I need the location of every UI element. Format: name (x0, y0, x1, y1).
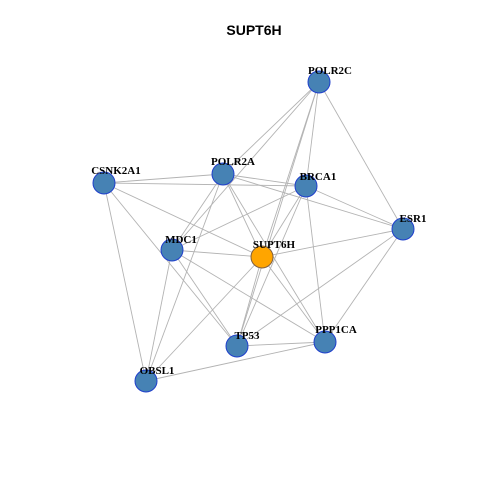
edge-esr1-tp53 (236, 228, 404, 347)
edge-polr2a-ppp1ca (222, 173, 326, 343)
edge-mdc1-supt6h (171, 249, 263, 258)
edge-brca1-supt6h (261, 185, 307, 258)
edge-polr2a-supt6h (222, 173, 263, 258)
edge-brca1-mdc1 (171, 185, 307, 251)
edge-brca1-esr1 (305, 185, 404, 230)
edge-csnk2a1-polr2a (103, 173, 224, 184)
node-circle-obsl1 (134, 369, 158, 393)
node-circle-mdc1 (160, 238, 184, 262)
edge-polr2c-tp53 (236, 81, 320, 347)
node-esr1: ESR1 (391, 213, 427, 241)
node-circle-csnk2a1 (92, 171, 116, 195)
edge-esr1-supt6h (261, 228, 404, 258)
diagram-title: SUPT6H (226, 22, 281, 38)
node-circle-ppp1ca (313, 330, 337, 354)
node-supt6h: SUPT6H (250, 239, 296, 269)
edge-csnk2a1-supt6h (103, 182, 263, 258)
node-label-mdc1: MDC1 (165, 234, 197, 246)
edge-layer (103, 81, 404, 382)
node-csnk2a1: CSNK2A1 (91, 165, 141, 195)
edge-mdc1-obsl1 (145, 249, 173, 382)
node-label-obsl1: OBSL1 (140, 365, 175, 377)
node-label-csnk2a1: CSNK2A1 (91, 165, 141, 177)
node-label-tp53: TP53 (234, 330, 260, 342)
node-tp53: TP53 (225, 330, 260, 358)
node-circle-esr1 (391, 217, 415, 241)
node-polr2a: POLR2A (211, 156, 255, 186)
node-brca1: BRCA1 (294, 171, 337, 198)
node-circle-polr2c (307, 70, 331, 94)
edge-mdc1-tp53 (171, 249, 238, 347)
edge-supt6h-ppp1ca (261, 256, 326, 343)
edge-polr2c-polr2a (222, 81, 320, 175)
edge-polr2c-mdc1 (171, 81, 320, 251)
node-circle-tp53 (225, 334, 249, 358)
edge-polr2c-brca1 (305, 81, 320, 187)
node-label-esr1: ESR1 (400, 213, 427, 225)
node-label-polr2a: POLR2A (211, 156, 255, 168)
edge-polr2a-obsl1 (145, 173, 224, 382)
edge-csnk2a1-obsl1 (103, 182, 147, 382)
edge-brca1-ppp1ca (305, 185, 326, 343)
edge-tp53-ppp1ca (236, 341, 326, 347)
edge-csnk2a1-brca1 (103, 182, 307, 187)
edge-polr2a-brca1 (222, 173, 307, 187)
node-label-brca1: BRCA1 (300, 171, 337, 183)
edge-ppp1ca-obsl1 (145, 341, 326, 382)
node-ppp1ca: PPP1CA (313, 324, 357, 354)
edge-esr1-ppp1ca (324, 228, 404, 343)
node-label-polr2c: POLR2C (308, 65, 352, 77)
node-label-supt6h: SUPT6H (253, 239, 296, 251)
edge-supt6h-tp53 (236, 256, 263, 347)
node-circle-brca1 (294, 174, 318, 198)
edge-brca1-tp53 (236, 185, 307, 347)
node-label-ppp1ca: PPP1CA (315, 324, 357, 336)
edge-polr2a-esr1 (222, 173, 404, 230)
node-mdc1: MDC1 (160, 234, 197, 262)
edge-supt6h-obsl1 (145, 256, 263, 382)
node-circle-polr2a (211, 162, 235, 186)
node-obsl1: OBSL1 (134, 365, 175, 393)
edge-polr2a-mdc1 (171, 173, 224, 251)
edge-mdc1-ppp1ca (171, 249, 326, 343)
edge-polr2c-esr1 (318, 81, 404, 230)
node-polr2c: POLR2C (307, 65, 352, 94)
edge-csnk2a1-tp53 (103, 182, 238, 347)
node-circle-supt6h (250, 245, 274, 269)
